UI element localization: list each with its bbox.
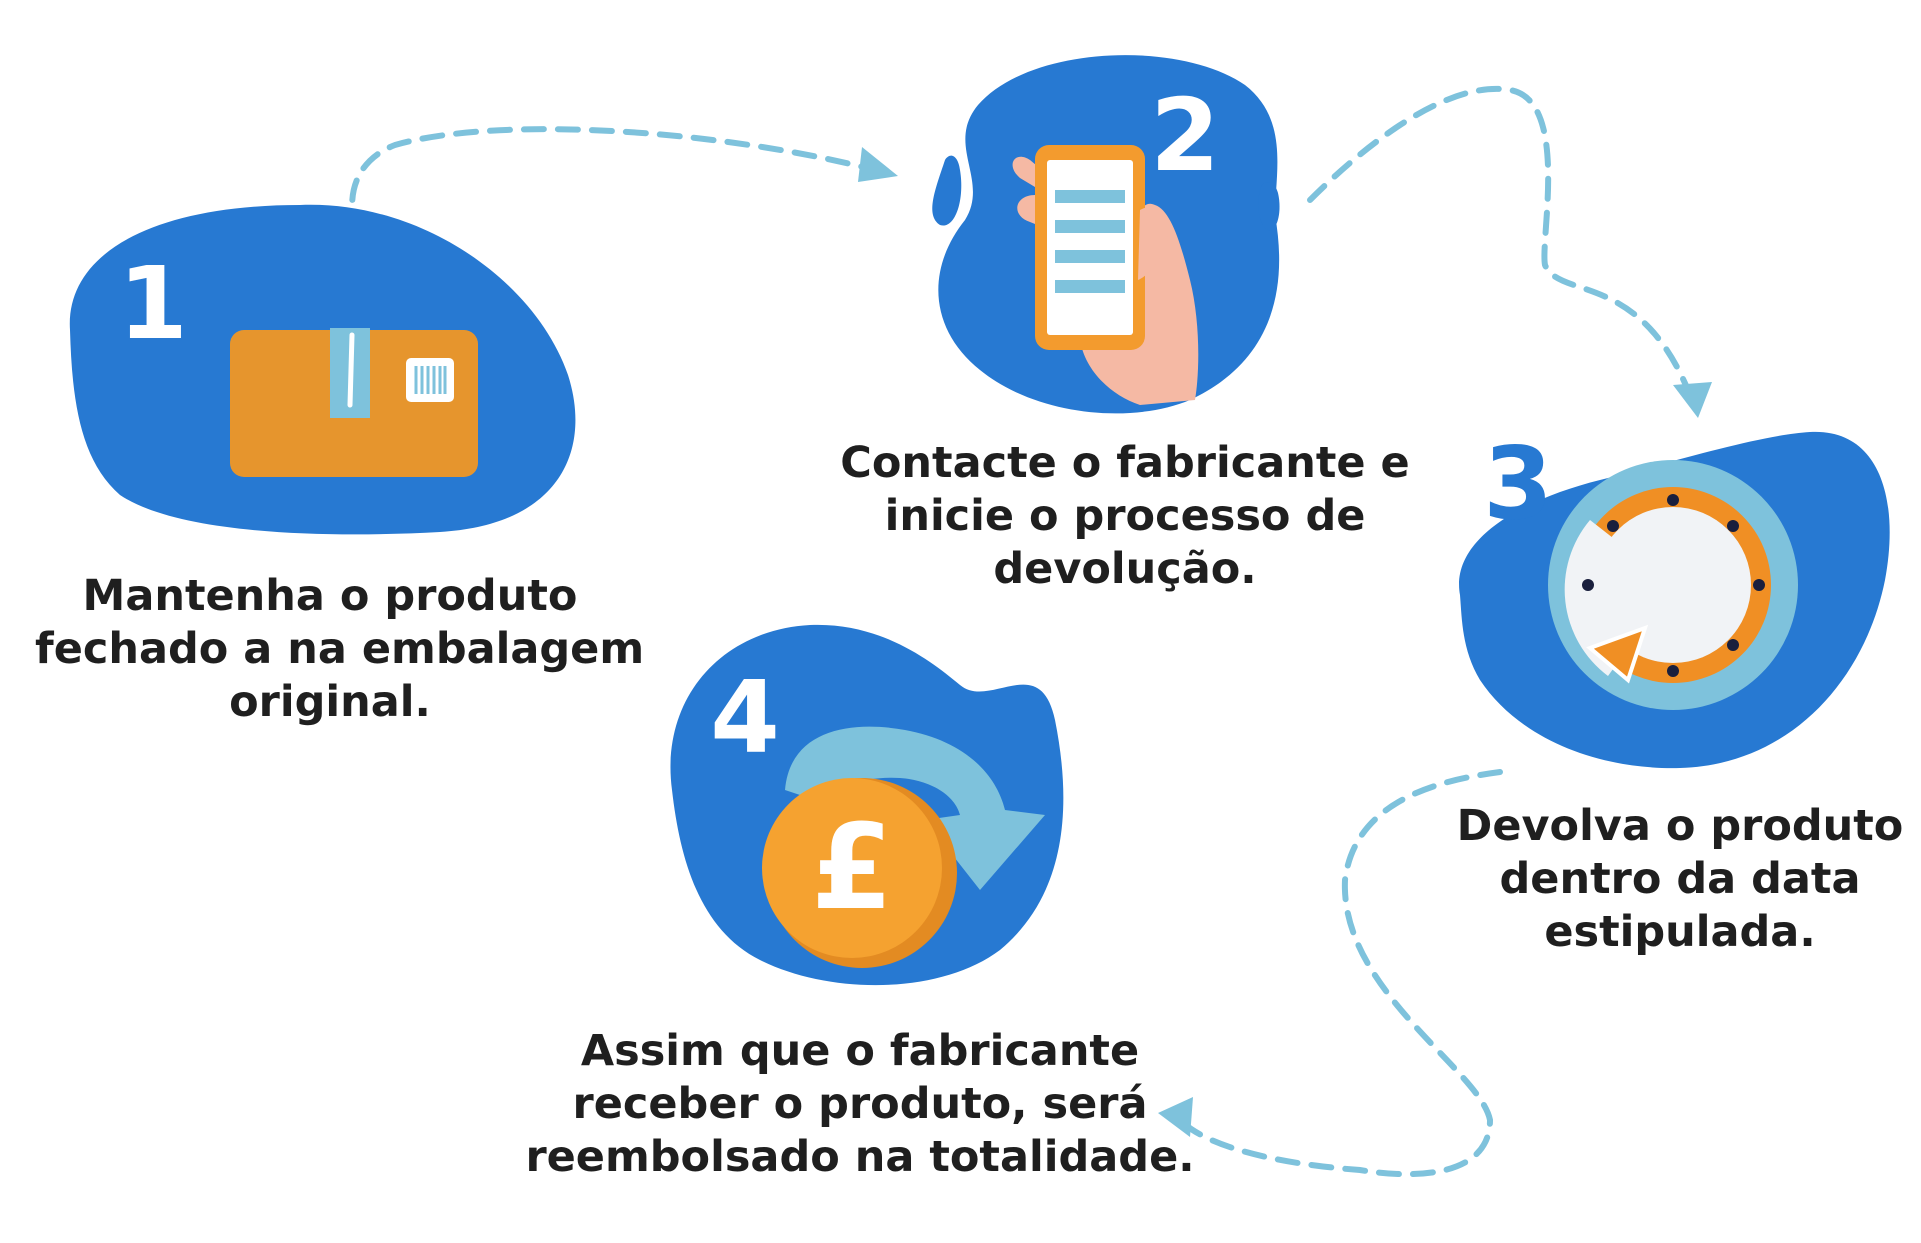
step-2-caption: Contacte o fabricante e inicie o process… <box>840 437 1410 596</box>
pound-symbol: £ <box>811 798 893 936</box>
clock-hour-markers <box>1582 494 1765 677</box>
step-1-caption-line-1: Mantenha o produto <box>82 571 578 621</box>
step-2-blob-right-drop <box>1258 182 1280 231</box>
step-2-caption-line-3: devolução. <box>993 544 1257 594</box>
arrowhead-to-step-2 <box>858 147 898 182</box>
flow-arrow-3-to-4 <box>1177 769 1503 1178</box>
step-3: 3 <box>1459 425 1890 769</box>
step-2-caption-line-2: inicie o processo de <box>884 491 1366 541</box>
step-3-caption: Devolva o produto dentro da data estipul… <box>1450 800 1910 959</box>
step-3-number: 3 <box>1483 425 1553 542</box>
step-1: 1 <box>69 204 576 535</box>
step-1-caption-line-3: original. <box>229 677 431 727</box>
step-2-caption-line-1: Contacte o fabricante e <box>840 438 1410 488</box>
step-1-caption: Mantenha o produto fechado a na embalage… <box>35 570 645 729</box>
step-4-number: 4 <box>710 659 780 776</box>
list-lines-icon <box>1055 190 1125 293</box>
clock-icon <box>1548 460 1798 710</box>
step-4-caption-line-3: reembolsado na totalidade. <box>525 1132 1195 1182</box>
step-2-blob-left-drop <box>932 155 962 226</box>
step-1-caption-line-2: fechado a na embalagem <box>35 624 645 674</box>
pound-coin-icon: £ <box>762 778 957 968</box>
step-3-caption-line-3: estipulada. <box>1544 907 1816 957</box>
coin-face <box>762 778 942 958</box>
step-4-caption-line-2: receber o produto, será <box>572 1079 1148 1129</box>
smartphone-in-hand-icon <box>1012 145 1199 405</box>
arrowhead-to-step-3 <box>1673 382 1712 418</box>
clock-progress-gap <box>1564 520 1673 676</box>
box-tape-highlight <box>347 332 355 408</box>
clock-arrowhead <box>1586 624 1649 684</box>
flow-arrow-2-to-3 <box>1307 85 1693 398</box>
step-4-caption: Assim que o fabricante receber o produto… <box>520 1025 1200 1184</box>
phone-screen <box>1047 160 1133 335</box>
barcode-icon <box>414 366 447 394</box>
step-2: 2 <box>932 55 1280 414</box>
step-4-caption-line-1: Assim que o fabricante <box>580 1026 1140 1076</box>
arrowhead-to-step-4 <box>1158 1097 1193 1137</box>
step-4: 4 £ <box>670 624 1064 986</box>
step-3-caption-line-1: Devolva o produto <box>1456 801 1904 851</box>
refund-arrow-curve <box>785 726 1045 890</box>
step-2-number: 2 <box>1150 77 1220 194</box>
package-box-icon <box>230 328 478 477</box>
refund-arrow-icon <box>785 726 1045 890</box>
thumb <box>1138 206 1169 280</box>
step-1-number: 1 <box>118 245 188 362</box>
barcode-label <box>406 358 454 402</box>
step-3-caption-line-2: dentro da data <box>1499 854 1861 904</box>
